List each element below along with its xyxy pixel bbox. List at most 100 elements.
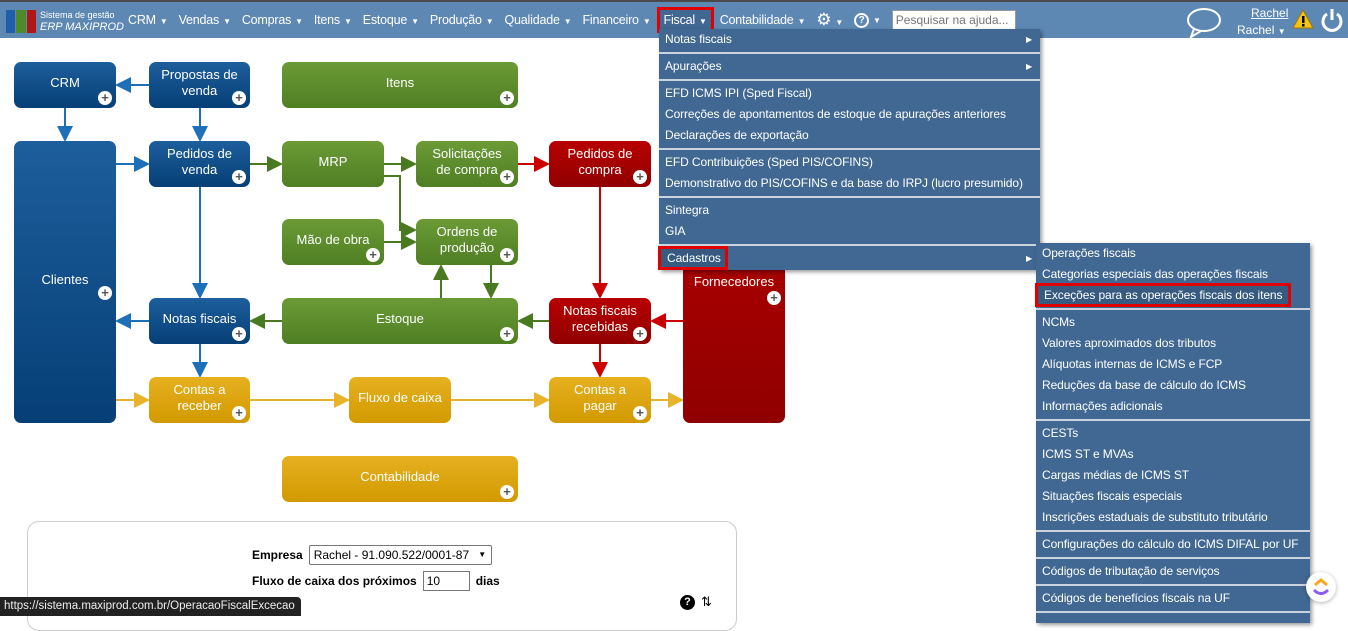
fluxo-days-input[interactable]: 10	[422, 571, 470, 591]
menu-item-correcoes[interactable]: Correções de apontamentos de estoque de …	[665, 107, 1006, 121]
menu-item-operacoes-fiscais[interactable]: Operações fiscais	[1042, 246, 1136, 260]
menu-item-sintegra[interactable]: Sintegra	[665, 203, 709, 217]
add-icon[interactable]: +	[232, 327, 246, 341]
box-solicitacoes[interactable]: Solicitações de compra+	[416, 141, 518, 187]
menu-item-icms-difal[interactable]: Configurações do cálculo do ICMS DIFAL p…	[1042, 537, 1299, 551]
cadastros-submenu: Operações fiscais Categorias especiais d…	[1034, 243, 1310, 623]
separator	[1036, 557, 1310, 559]
nav-fiscal[interactable]: Fiscal▼	[656, 7, 714, 33]
menu-item-demonstrativo-pis-cofins[interactable]: Demonstrativo do PIS/COFINS e da base do…	[665, 176, 1023, 190]
box-mrp[interactable]: MRP	[282, 141, 384, 187]
add-icon[interactable]: +	[98, 91, 112, 105]
menu-item-reducoes-base[interactable]: Reduções da base de cálculo do ICMS	[1042, 378, 1246, 392]
fluxo-label: Fluxo de caixa dos próximos	[252, 574, 417, 588]
help-icon[interactable]: ?	[680, 595, 695, 610]
menu-item-ncms[interactable]: NCMs	[1042, 315, 1075, 329]
user-name-link[interactable]: Rachel	[1251, 6, 1289, 20]
menu-item-valores-aproximados[interactable]: Valores aproximados dos tributos	[1042, 336, 1216, 350]
maxiprod-logo[interactable]	[6, 10, 36, 33]
menu-item-icms-st-mvas[interactable]: ICMS ST e MVAs	[1042, 447, 1134, 461]
box-propostas[interactable]: Propostas de venda+	[149, 62, 250, 108]
box-crm[interactable]: CRM +	[14, 62, 116, 108]
brand-line1: Sistema de gestão	[40, 10, 115, 20]
box-mao-obra[interactable]: Mão de obra+	[282, 219, 384, 265]
nav-compras[interactable]: Compras▼	[241, 13, 303, 27]
excecoes-label: Exceções para as operações fiscais dos i…	[1034, 283, 1292, 307]
box-notas-fiscais[interactable]: Notas fiscais+	[149, 298, 250, 344]
separator	[1036, 584, 1310, 586]
nav-vendas[interactable]: Vendas▼	[178, 13, 231, 27]
box-label: Propostas de venda	[161, 67, 238, 98]
nav-qualidade[interactable]: Qualidade▼	[504, 13, 572, 27]
add-icon[interactable]: +	[767, 291, 781, 305]
empresa-select[interactable]: Rachel - 91.090.522/0001-87▼	[308, 545, 493, 565]
add-icon[interactable]: +	[500, 91, 514, 105]
menu-item-cests[interactable]: CESTs	[1042, 426, 1079, 440]
box-fluxo-caixa[interactable]: Fluxo de caixa	[349, 377, 451, 423]
box-pedidos-compra[interactable]: Pedidos de compra+	[549, 141, 651, 187]
add-icon[interactable]: +	[633, 170, 647, 184]
add-icon[interactable]: +	[232, 406, 246, 420]
add-icon[interactable]: +	[366, 248, 380, 262]
nav-crm[interactable]: CRM▼	[128, 13, 168, 27]
nav-producao[interactable]: Produção▼	[429, 13, 494, 27]
box-contas-pagar[interactable]: Contas a pagar+	[549, 377, 651, 423]
menu-item-apuracoes[interactable]: Apurações▶	[665, 59, 1032, 73]
menu-item-efd-icms-ipi[interactable]: EFD ICMS IPI (Sped Fiscal)	[665, 86, 812, 100]
menu-item-informacoes-adicionais[interactable]: Informações adicionais	[1042, 399, 1163, 413]
menu-item-efd-contribuicoes[interactable]: EFD Contribuições (Sped PIS/COFINS)	[665, 155, 873, 169]
menu-item-gia[interactable]: GIA	[665, 224, 686, 238]
company-selector[interactable]: Rachel ▼	[1237, 23, 1286, 37]
separator	[1036, 308, 1310, 310]
menu-item-cadastros[interactable]: Cadastros▶	[658, 246, 1040, 270]
menu-item-codigos-tributacao[interactable]: Códigos de tributação de serviços	[1042, 564, 1220, 578]
box-ordens[interactable]: Ordens de produção+	[416, 219, 518, 265]
clickup-widget-icon[interactable]	[1306, 572, 1336, 602]
box-label: Estoque	[376, 311, 424, 326]
box-clientes[interactable]: Clientes+	[14, 141, 116, 423]
add-icon[interactable]: +	[500, 248, 514, 262]
menu-item-excecoes-operacoes-fiscais[interactable]: Exceções para as operações fiscais dos i…	[1034, 283, 1310, 307]
menu-item-categorias-especiais[interactable]: Categorias especiais das operações fisca…	[1042, 267, 1268, 281]
fiscal-menu: Notas fiscais▶ Apurações▶ EFD ICMS IPI (…	[658, 29, 1040, 270]
box-contas-receber[interactable]: Contas a receber+	[149, 377, 250, 423]
add-icon[interactable]: +	[232, 170, 246, 184]
power-icon[interactable]	[1320, 7, 1344, 36]
separator	[1036, 611, 1310, 613]
fluxo-row: Fluxo de caixa dos próximos 10 dias	[252, 571, 500, 591]
help-icon[interactable]: ?▼	[852, 12, 883, 28]
box-nf-recebidas[interactable]: Notas fiscais recebidas+	[549, 298, 651, 344]
add-icon[interactable]: +	[633, 406, 647, 420]
empresa-row: Empresa Rachel - 91.090.522/0001-87▼	[252, 545, 493, 565]
add-icon[interactable]: +	[500, 485, 514, 499]
box-label: Mão de obra	[296, 232, 370, 247]
nav-financeiro[interactable]: Financeiro▼	[582, 13, 651, 27]
box-label: CRM	[50, 75, 80, 90]
menu-item-declaracoes-exportacao[interactable]: Declarações de exportação	[665, 128, 809, 142]
add-icon[interactable]: +	[98, 286, 112, 300]
add-icon[interactable]: +	[500, 327, 514, 341]
separator	[659, 52, 1040, 54]
add-icon[interactable]: +	[633, 327, 647, 341]
menu-item-situacoes-especiais[interactable]: Situações fiscais especiais	[1042, 489, 1183, 503]
menu-item-inscricoes-estaduais[interactable]: Inscrições estaduais de substituto tribu…	[1042, 510, 1268, 524]
nav-estoque[interactable]: Estoque▼	[362, 13, 419, 27]
nav-itens[interactable]: Itens▼	[313, 13, 352, 27]
add-icon[interactable]: +	[232, 91, 246, 105]
warning-icon[interactable]	[1292, 8, 1314, 32]
menu-item-notas-fiscais[interactable]: Notas fiscais▶	[665, 32, 1032, 46]
box-contabilidade[interactable]: Contabilidade +	[282, 456, 518, 502]
nav-contabilidade[interactable]: Contabilidade▼	[719, 13, 806, 27]
add-icon[interactable]: +	[500, 170, 514, 184]
menu-item-codigos-beneficios[interactable]: Códigos de benefícios fiscais na UF	[1042, 591, 1230, 605]
chat-icon[interactable]	[1186, 6, 1222, 41]
refresh-icon[interactable]: ⇅	[701, 594, 712, 609]
help-search-input[interactable]	[891, 10, 1016, 30]
gear-icon[interactable]: ⚙▼	[816, 10, 844, 29]
box-label: Contabilidade	[360, 469, 440, 484]
box-pedidos-venda[interactable]: Pedidos de venda+	[149, 141, 250, 187]
menu-item-aliquotas-internas[interactable]: Alíquotas internas de ICMS e FCP	[1042, 357, 1223, 371]
box-estoque[interactable]: Estoque +	[282, 298, 518, 344]
box-itens[interactable]: Itens+	[282, 62, 518, 108]
menu-item-cargas-medias[interactable]: Cargas médias de ICMS ST	[1042, 468, 1189, 482]
